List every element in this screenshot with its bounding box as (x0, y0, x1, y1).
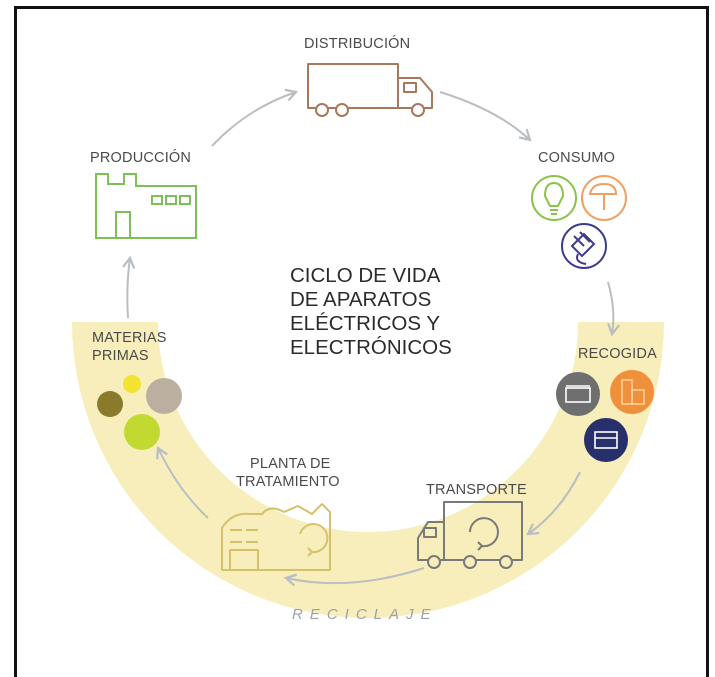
truck-icon (307, 63, 433, 117)
recycling-band (72, 322, 664, 618)
plug-icon (561, 223, 607, 269)
building-icon (610, 370, 654, 414)
label-transporte: TRANSPORTE (426, 482, 527, 498)
title-line2: DE APARATOS (290, 288, 432, 311)
factory-icon (95, 173, 197, 239)
arrow-materias-produccion (122, 255, 136, 319)
arrow-produccion-distribucion (211, 88, 299, 147)
label-materias-line2: PRIMAS (92, 348, 149, 364)
hair-dryer-icon (581, 175, 627, 221)
raw-materials-icon (97, 375, 182, 450)
arrow-recogida-transporte (526, 471, 581, 536)
title-line4: ELECTRÓNICOS (290, 336, 452, 359)
arrow-planta-materias (156, 445, 209, 519)
title-line3: ELÉCTRICOS Y (290, 312, 440, 335)
label-reciclaje: RECICLAJE (292, 606, 438, 623)
transport-truck-icon (417, 501, 523, 569)
label-produccion: PRODUCCIÓN (90, 150, 192, 166)
arrow-distribucion-consumo (439, 91, 532, 142)
treatment-plant-icon (221, 503, 331, 571)
arrow-consumo-recogida (607, 281, 621, 337)
bin-icon (584, 418, 628, 462)
label-materias-line1: MATERIAS (92, 330, 167, 346)
title-line1: CICLO DE VIDA (290, 264, 441, 287)
label-planta-line2: TRATAMIENTO (236, 474, 340, 490)
label-distribucion: DISTRIBUCIÓN (304, 36, 411, 52)
label-recogida: RECOGIDA (578, 346, 657, 362)
label-planta-line1: PLANTA DE (250, 456, 331, 472)
arrow-transporte-planta (283, 567, 425, 587)
label-consumo: CONSUMO (538, 150, 616, 166)
container-icon (556, 372, 600, 416)
lightbulb-icon (531, 175, 577, 221)
